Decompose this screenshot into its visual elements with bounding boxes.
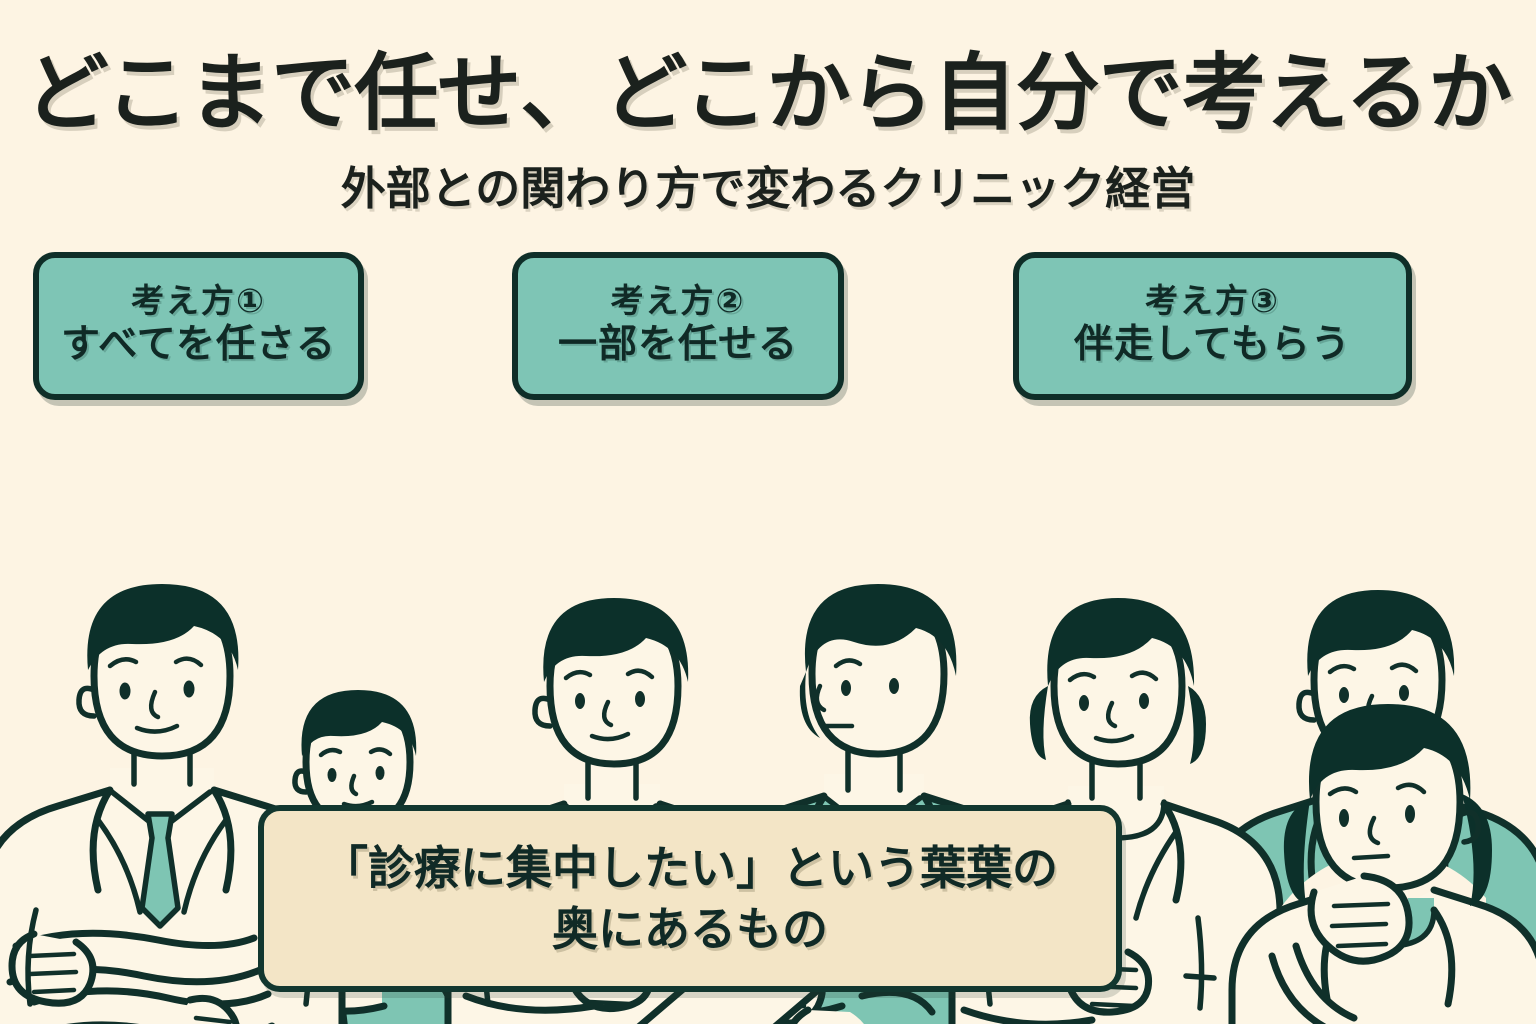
concept-card-1-label: 考え方①: [131, 281, 266, 321]
concept-card-3: 考え方③ 伴走してもらう: [1013, 252, 1412, 400]
page-title: どこまで任せ、どこから自分で考えるか: [24, 44, 1512, 142]
concept-card-2-text: 一部を任せる: [557, 321, 798, 367]
key-message-line-2: 奥にあるもの: [552, 901, 828, 956]
concept-card-1: 考え方① すべてを任さる: [33, 252, 364, 400]
key-message-banner: 「診療に集中したい」という葉葉の 奥にあるもの: [258, 805, 1122, 992]
thinking-woman-doctor: [1228, 704, 1536, 1024]
concept-card-3-text: 伴走してもらう: [1074, 321, 1351, 367]
concept-card-1-text: すべてを任さる: [61, 321, 336, 367]
concept-card-3-label: 考え方③: [1145, 281, 1280, 321]
concept-card-2: 考え方② 一部を任せる: [512, 252, 844, 400]
concept-card-2-label: 考え方②: [610, 281, 746, 321]
page-subtitle: 外部との関わり方で変わるクリニック経営: [340, 162, 1196, 215]
key-message-line-1: 「診療に集中したい」という葉葉の: [322, 841, 1058, 896]
